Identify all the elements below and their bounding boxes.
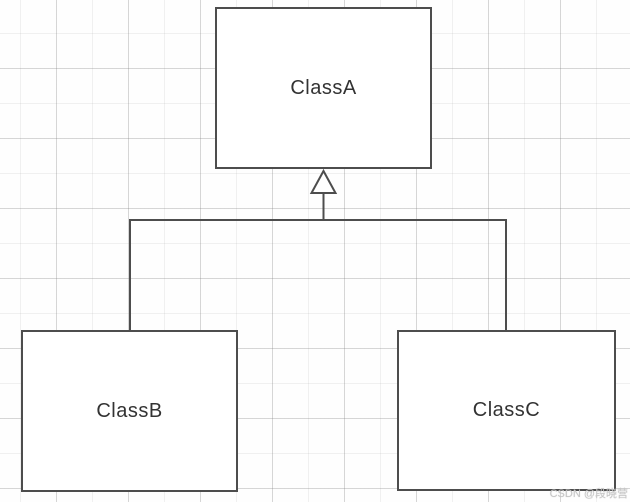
class-label-classc: ClassC — [472, 399, 541, 421]
class-box-classb: ClassB — [21, 330, 238, 492]
inheritance-triangle-icon — [309, 168, 338, 194]
class-label-classb: ClassB — [96, 399, 163, 422]
class-box-classc: ClassC — [397, 330, 616, 491]
class-label-classa: ClassA — [290, 76, 357, 99]
class-box-classa: ClassA — [215, 7, 432, 169]
watermark: CSDN @段晓营 — [549, 488, 628, 500]
